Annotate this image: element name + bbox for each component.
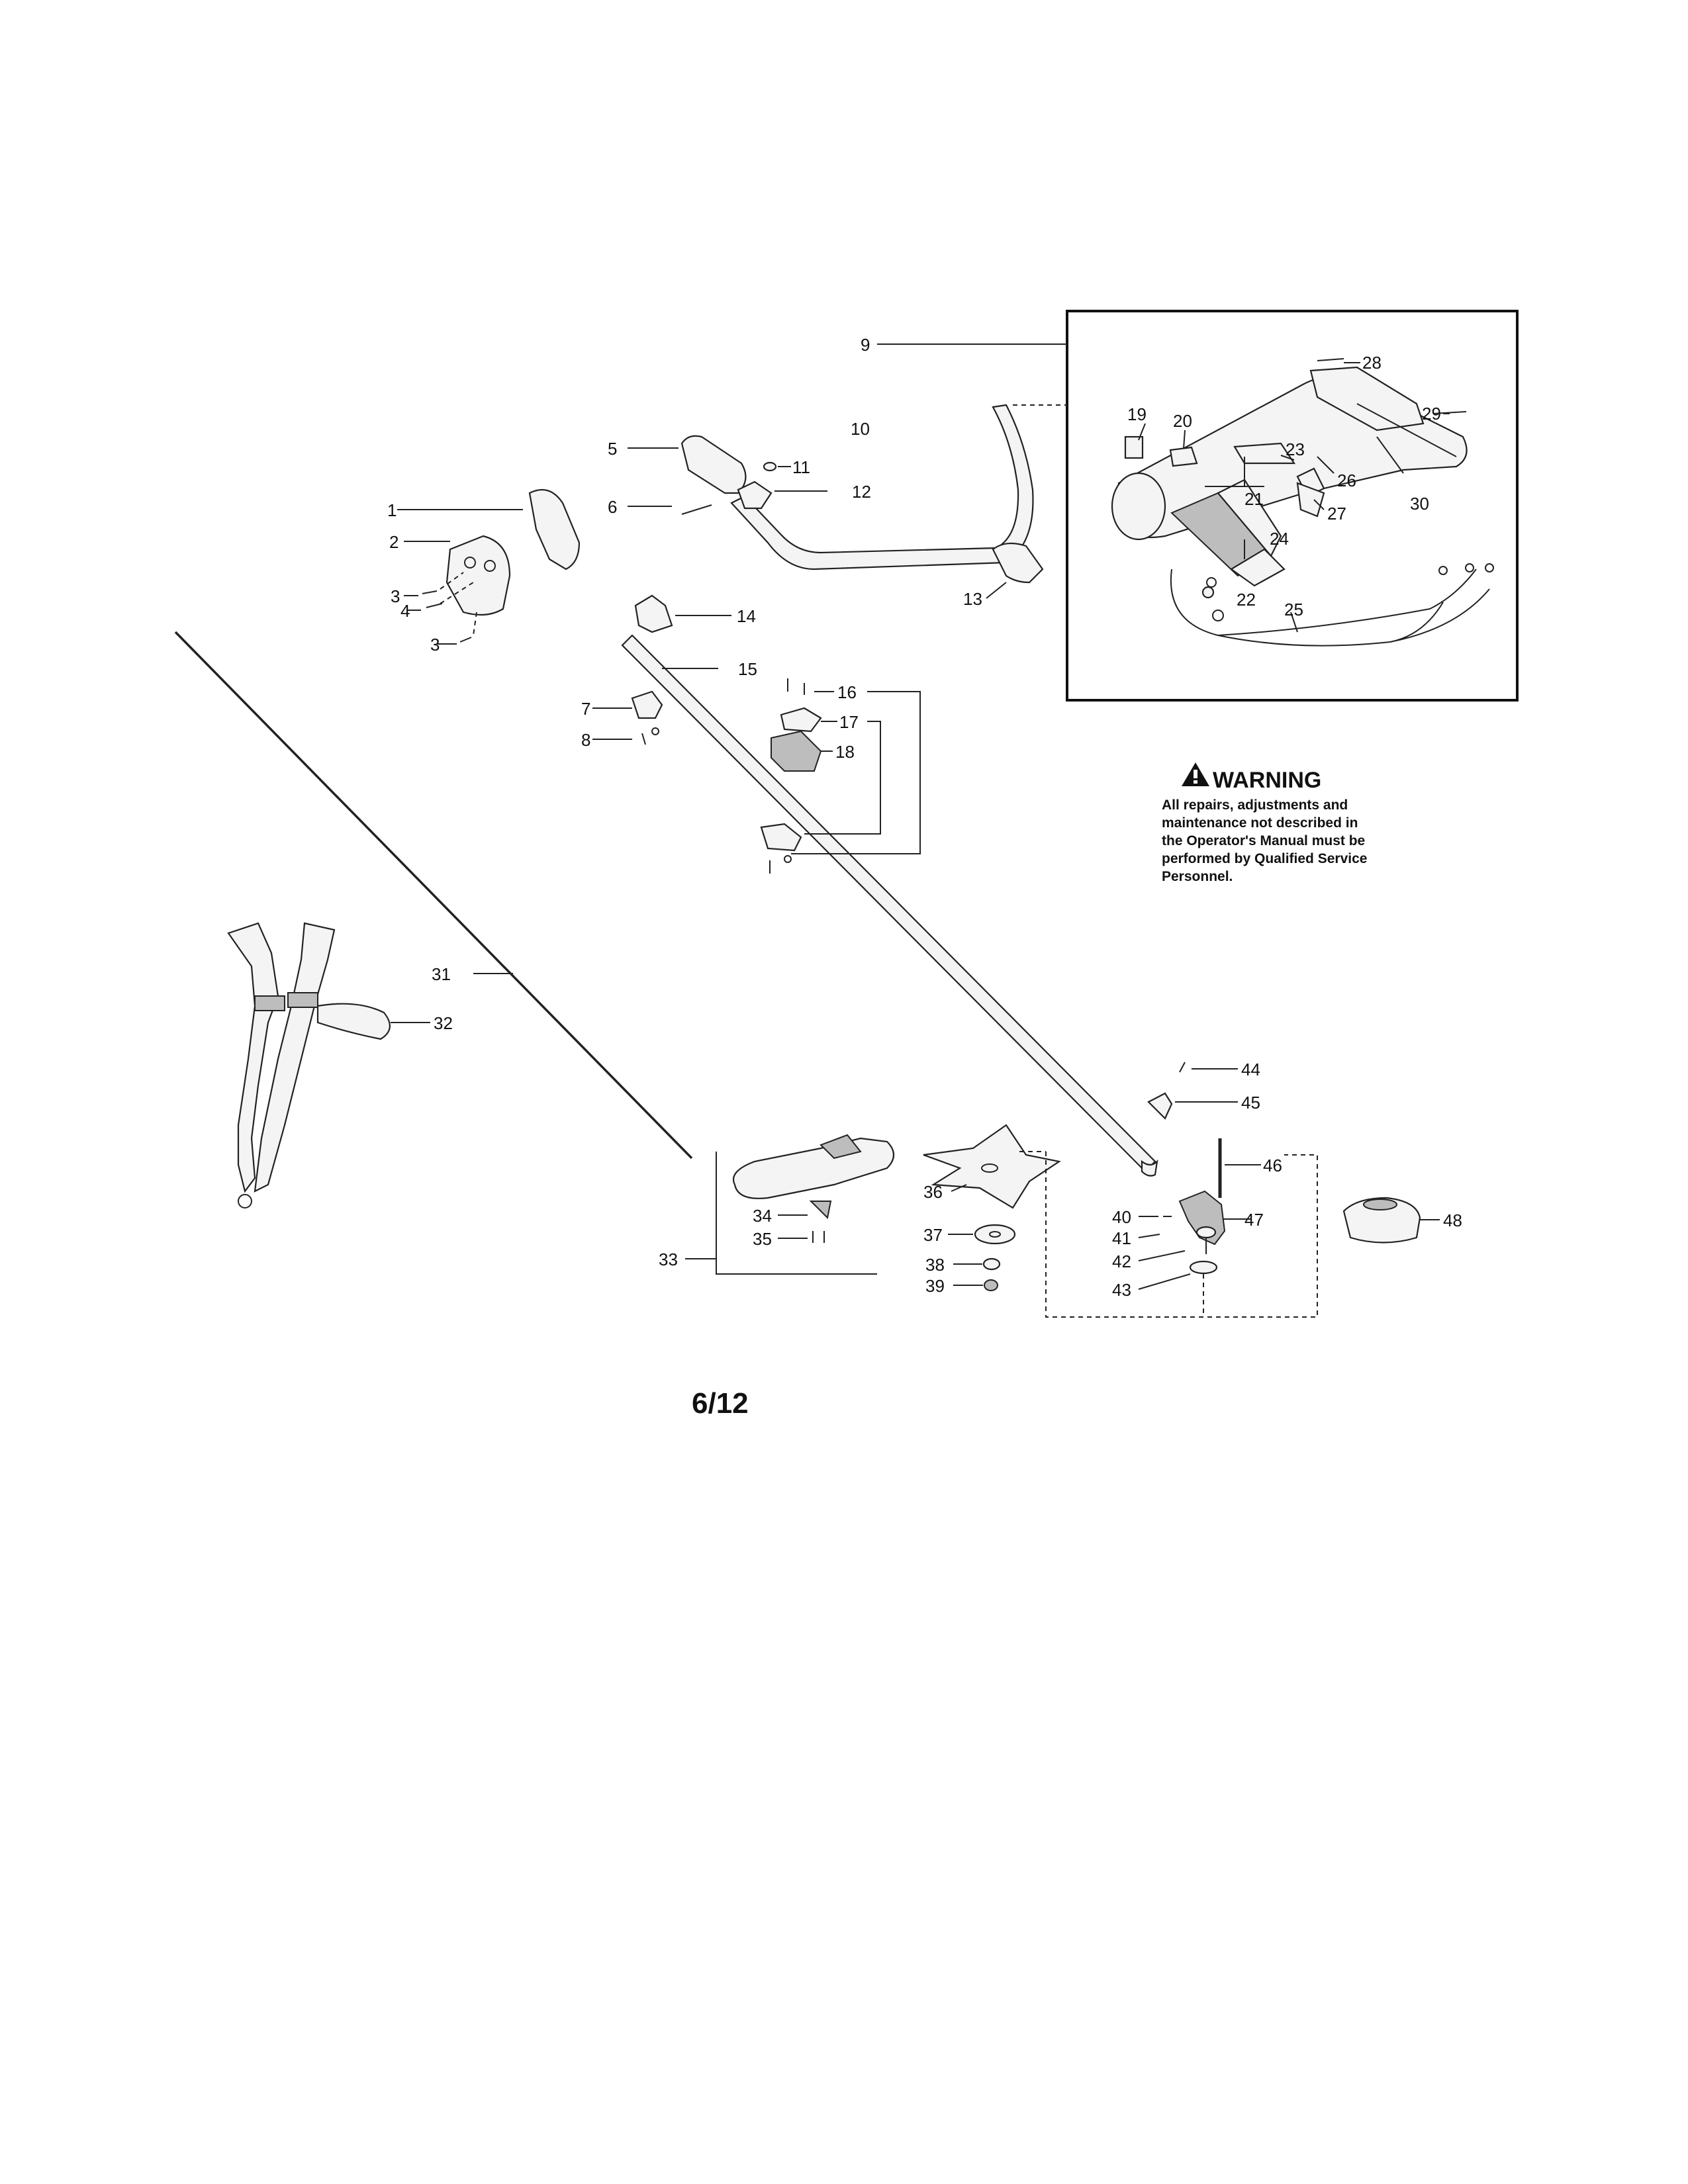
throttle-trigger-part <box>1233 442 1296 465</box>
shaft-clamp-part <box>634 594 673 633</box>
washer-37 <box>974 1224 1016 1245</box>
label-5: 5 <box>608 439 617 459</box>
label-24: 24 <box>1270 529 1289 549</box>
label-9: 9 <box>861 335 870 355</box>
label-15: 15 <box>738 659 757 679</box>
label-4: 4 <box>400 601 410 621</box>
switch-part <box>1124 435 1144 459</box>
label-25: 25 <box>1284 600 1303 619</box>
nut-39 <box>984 1279 998 1291</box>
label-36: 36 <box>923 1182 943 1202</box>
label-40: 40 <box>1112 1207 1131 1227</box>
label-46: 46 <box>1263 1156 1282 1175</box>
trigger-lockout-part <box>1169 446 1198 467</box>
label-14: 14 <box>737 606 756 626</box>
label-10: 10 <box>851 419 870 439</box>
label-17: 17 <box>839 712 859 732</box>
harness-part <box>227 922 279 1193</box>
label-43: 43 <box>1112 1280 1131 1300</box>
screw-3b <box>459 637 472 643</box>
screw-8 <box>641 733 646 745</box>
label-39: 39 <box>925 1276 945 1296</box>
warning-triangle-icon <box>1182 762 1209 786</box>
label-1: 1 <box>387 500 397 520</box>
grip-clamp-part <box>737 480 773 510</box>
label-28: 28 <box>1362 353 1382 373</box>
screw-28 <box>1317 358 1344 361</box>
clamp-7-part <box>631 690 663 719</box>
label-48: 48 <box>1443 1210 1462 1230</box>
label-27: 27 <box>1327 504 1346 523</box>
throttle-cover-part <box>528 488 581 570</box>
warning-line-3: the Operator's Manual must be <box>1162 833 1365 848</box>
label-30: 30 <box>1410 494 1429 514</box>
nut-4 <box>426 603 443 608</box>
warning-line-5: Personnel. <box>1162 869 1233 884</box>
label-32: 32 <box>434 1013 453 1033</box>
label-35: 35 <box>753 1229 772 1249</box>
label-19: 19 <box>1127 404 1147 424</box>
trigger-part <box>1296 482 1325 518</box>
blade-part-34 <box>809 1201 832 1220</box>
label-45: 45 <box>1241 1093 1260 1113</box>
label-7: 7 <box>581 699 590 719</box>
washer-38 <box>982 1257 1001 1271</box>
drive-shaft-housing-part <box>621 634 1156 1173</box>
label-18: 18 <box>835 742 855 762</box>
label-12: 12 <box>852 482 871 502</box>
label-44: 44 <box>1241 1060 1260 1079</box>
label-41: 41 <box>1112 1228 1131 1248</box>
warning-block: WARNING All repairs, adjustments and mai… <box>1162 762 1367 884</box>
label-38: 38 <box>925 1255 945 1275</box>
warning-title: WARNING <box>1213 768 1321 793</box>
clamp-18-part <box>771 730 822 772</box>
warning-line-4: performed by Qualified Service <box>1162 851 1367 866</box>
drive-cable-part <box>174 631 693 1160</box>
label-2: 2 <box>389 532 399 552</box>
label-31: 31 <box>432 964 451 984</box>
label-42: 42 <box>1112 1251 1131 1271</box>
saw-blade-part <box>923 1124 1061 1209</box>
label-22: 22 <box>1237 590 1256 610</box>
handle-assembly-box <box>1066 310 1519 702</box>
screw-3a <box>422 590 438 594</box>
label-26: 26 <box>1337 471 1356 490</box>
washer-43 <box>1189 1260 1218 1275</box>
clamp-17-part <box>780 707 822 733</box>
debris-shield-part <box>733 1137 895 1199</box>
clamp-lower-part <box>760 823 802 852</box>
handlebar-clamp-part <box>992 542 1044 584</box>
screw-29 <box>1432 411 1467 414</box>
label-8: 8 <box>581 730 590 750</box>
page-number: 6/12 <box>692 1387 749 1420</box>
handlebar-part <box>730 404 1034 570</box>
label-16: 16 <box>837 682 857 702</box>
throttle-grip-part <box>680 435 747 494</box>
label-11: 11 <box>792 457 810 477</box>
label-34: 34 <box>753 1206 772 1226</box>
trimmer-head-48 <box>1342 1197 1421 1244</box>
label-21: 21 <box>1244 489 1264 509</box>
label-20: 20 <box>1173 411 1192 431</box>
label-33: 33 <box>659 1250 678 1269</box>
label-37: 37 <box>923 1225 943 1245</box>
wiring-harness-part <box>1170 569 1490 647</box>
bracket-45 <box>1147 1092 1173 1120</box>
warning-line-1: All repairs, adjustments and <box>1162 797 1348 813</box>
screw-44 <box>1179 1062 1186 1073</box>
screw-6 <box>681 504 712 515</box>
label-13: 13 <box>963 589 982 609</box>
throttle-housing-part <box>445 535 511 616</box>
warning-line-2: maintenance not described in <box>1162 815 1358 831</box>
label-3b: 3 <box>430 635 440 655</box>
label-3a: 3 <box>391 586 400 606</box>
label-29: 29 <box>1422 404 1441 424</box>
label-23: 23 <box>1286 439 1305 459</box>
label-47: 47 <box>1244 1210 1264 1230</box>
label-6: 6 <box>608 497 617 517</box>
